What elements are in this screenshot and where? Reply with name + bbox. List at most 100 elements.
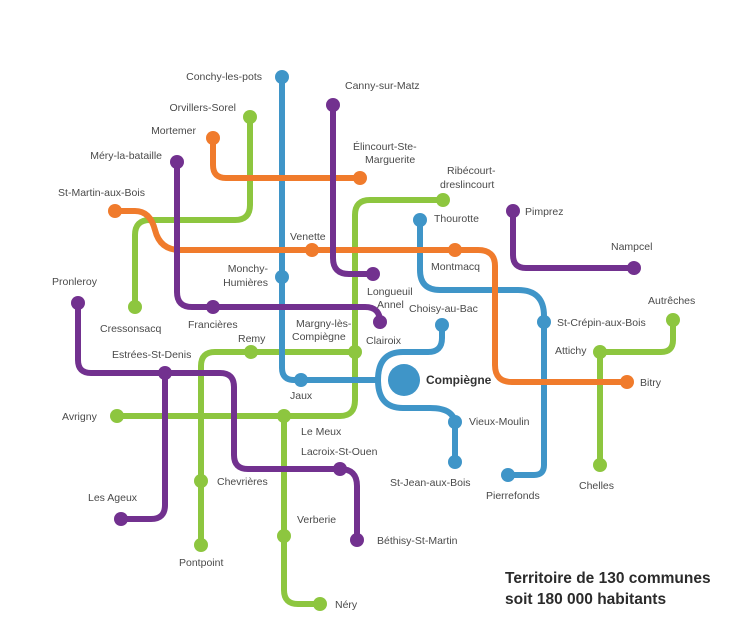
station-bitry bbox=[620, 375, 634, 389]
label-longueuil-1: Longueuil bbox=[367, 286, 413, 298]
label-cressonsacq: Cressonsacq bbox=[100, 323, 161, 335]
label-st-martin: St-Martin-aux-Bois bbox=[58, 187, 145, 199]
label-avrigny: Avrigny bbox=[62, 411, 98, 423]
label-thourotte: Thourotte bbox=[434, 213, 479, 225]
label-conchy: Conchy-les-pots bbox=[186, 71, 262, 83]
caption-line-1: Territoire de 130 communes bbox=[505, 570, 711, 587]
purple-line-mery-clairoix bbox=[174, 159, 383, 325]
purple-line-pimprez-nampcel bbox=[510, 208, 637, 271]
station-monchy-humieres bbox=[275, 270, 289, 284]
label-st-crepin: St-Crépin-aux-Bois bbox=[557, 317, 646, 329]
label-les-ageux: Les Ageux bbox=[88, 492, 138, 504]
label-elincourt-1: Élincourt-Ste- bbox=[353, 140, 417, 153]
station-pronleroy bbox=[71, 296, 85, 310]
purple-line-pronleroy-bethisy bbox=[75, 300, 360, 543]
label-canny: Canny-sur-Matz bbox=[345, 80, 420, 92]
green-line-autreches-chelles bbox=[597, 317, 676, 468]
label-pimprez: Pimprez bbox=[525, 206, 564, 218]
station-bethisy-st-martin bbox=[350, 533, 364, 547]
station-choisy-au-bac bbox=[435, 318, 449, 332]
station-avrigny bbox=[110, 409, 124, 423]
label-bethisy: Béthisy-St-Martin bbox=[377, 535, 458, 547]
station-st-crepin-aux-bois bbox=[537, 315, 551, 329]
label-choisy: Choisy-au-Bac bbox=[409, 303, 478, 315]
station-venette bbox=[305, 243, 319, 257]
label-elincourt-2: Marguerite bbox=[365, 154, 415, 166]
station-longueuil-annel bbox=[366, 267, 380, 281]
label-ribecourt-1: Ribécourt- bbox=[447, 165, 496, 177]
station-chelles bbox=[593, 458, 607, 472]
label-estrees: Estrées-St-Denis bbox=[112, 349, 191, 361]
label-remy: Remy bbox=[238, 333, 266, 345]
label-margny-2: Compiègne bbox=[292, 331, 346, 343]
label-chelles: Chelles bbox=[579, 480, 614, 492]
label-st-jean: St-Jean-aux-Bois bbox=[390, 477, 471, 489]
station-les-ageux bbox=[114, 512, 128, 526]
label-nery: Néry bbox=[335, 599, 358, 611]
label-mery: Méry-la-bataille bbox=[90, 150, 162, 162]
station-remy bbox=[244, 345, 258, 359]
station-pierrefonds bbox=[501, 468, 515, 482]
label-bitry: Bitry bbox=[640, 377, 662, 389]
station-conchy-les-pots bbox=[275, 70, 289, 84]
label-ribecourt-2: dreslincourt bbox=[440, 179, 494, 191]
station-chevrieres bbox=[194, 474, 208, 488]
label-compiegne: Compiègne bbox=[426, 373, 492, 387]
label-francieres: Francières bbox=[188, 319, 238, 331]
station-st-jean-aux-bois bbox=[448, 455, 462, 469]
station-le-meux bbox=[277, 409, 291, 423]
caption-line-2: soit 180 000 habitants bbox=[505, 591, 667, 608]
label-pontpoint: Pontpoint bbox=[179, 557, 223, 569]
label-le-meux: Le Meux bbox=[301, 426, 342, 438]
label-pierrefonds: Pierrefonds bbox=[486, 490, 540, 502]
station-estrees-st-denis bbox=[158, 366, 172, 380]
station-autreches bbox=[666, 313, 680, 327]
blue-line-hub-choisy bbox=[375, 322, 445, 383]
station-canny-sur-matz bbox=[326, 98, 340, 112]
hub-compiegne-station bbox=[388, 364, 420, 396]
label-lacroix: Lacroix-St-Ouen bbox=[301, 446, 378, 458]
station-lacroix-st-ouen bbox=[333, 462, 347, 476]
station-st-martin-aux-bois bbox=[108, 204, 122, 218]
blue-line-conchy-hub bbox=[279, 74, 381, 383]
blue-line-hub-stjean bbox=[375, 377, 458, 465]
label-verberie: Verberie bbox=[297, 514, 336, 526]
label-pronleroy: Pronleroy bbox=[52, 276, 98, 288]
station-mery-la-bataille bbox=[170, 155, 184, 169]
purple-line-estrees-lesageux bbox=[118, 370, 168, 522]
label-margny-1: Margny-lès- bbox=[296, 318, 352, 330]
label-monchy-2: Humières bbox=[223, 277, 268, 289]
station-verberie bbox=[277, 529, 291, 543]
station-thourotte bbox=[413, 213, 427, 227]
green-line-orvillers-cressonsacq bbox=[132, 114, 253, 310]
station-montmacq bbox=[448, 243, 462, 257]
station-francieres bbox=[206, 300, 220, 314]
label-venette: Venette bbox=[290, 231, 326, 243]
label-nampcel: Nampcel bbox=[611, 241, 652, 253]
station-elincourt bbox=[353, 171, 367, 185]
station-margny-clairoix-purple bbox=[373, 315, 387, 329]
orange-line-stmartin-bitry bbox=[112, 208, 630, 385]
purple-line-canny-longueuil bbox=[330, 102, 376, 277]
label-monchy-1: Monchy- bbox=[228, 263, 269, 275]
station-mortemer bbox=[206, 131, 220, 145]
station-nery bbox=[313, 597, 327, 611]
station-nampcel bbox=[627, 261, 641, 275]
station-attichy bbox=[593, 345, 607, 359]
label-attichy: Attichy bbox=[555, 345, 587, 357]
label-vieux-moulin: Vieux-Moulin bbox=[469, 416, 530, 428]
orange-line-mortemer-elincourt bbox=[210, 135, 363, 181]
station-ribecourt bbox=[436, 193, 450, 207]
station-orvillers-sorel bbox=[243, 110, 257, 124]
green-line-lemeux-nery bbox=[281, 413, 323, 607]
label-montmacq: Montmacq bbox=[431, 261, 480, 273]
label-orvillers: Orvillers-Sorel bbox=[169, 102, 236, 114]
station-pontpoint bbox=[194, 538, 208, 552]
station-cressonsacq bbox=[128, 300, 142, 314]
green-line-clairoix-pontpoint bbox=[198, 349, 358, 548]
territory-caption: Territoire de 130 communes soit 180 000 … bbox=[505, 568, 745, 610]
label-chevrieres: Chevrières bbox=[217, 476, 268, 488]
station-jaux bbox=[294, 373, 308, 387]
label-mortemer: Mortemer bbox=[151, 125, 196, 137]
label-clairoix: Clairoix bbox=[366, 335, 402, 347]
